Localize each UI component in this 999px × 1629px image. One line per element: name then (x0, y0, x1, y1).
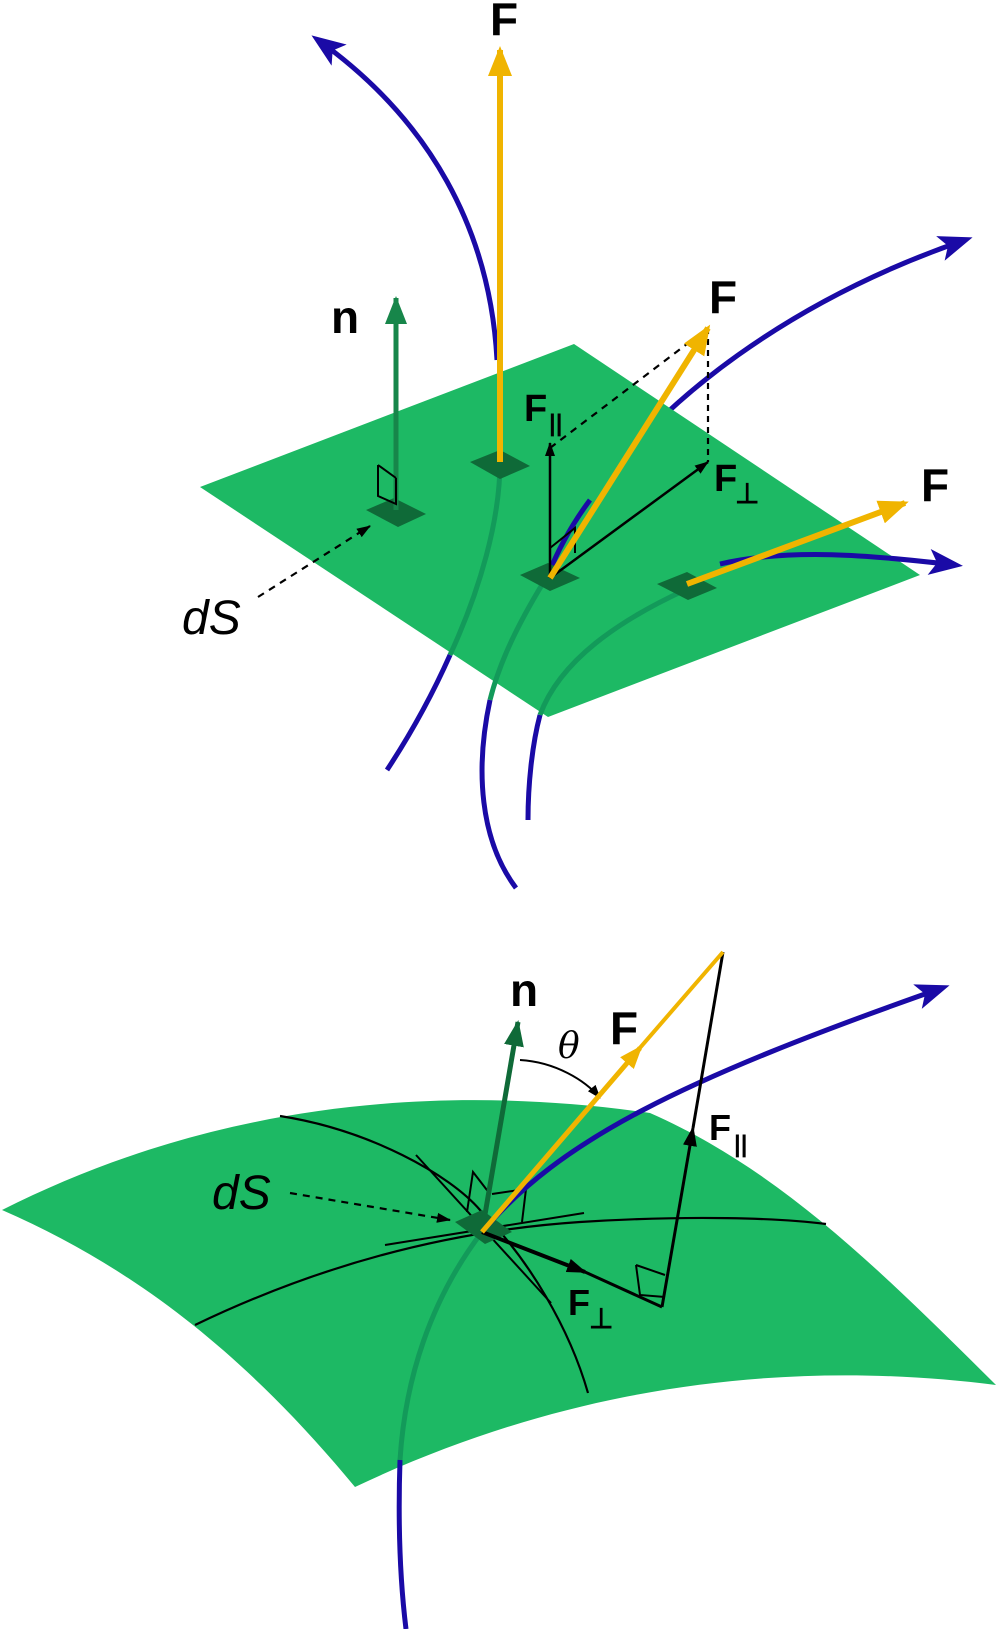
area-patch-4 (657, 572, 717, 600)
label-force-oblique: F (709, 271, 737, 323)
parallel-component-bottom (660, 1126, 697, 1308)
label-f-parallel-top: F (524, 388, 547, 430)
field-line-1-lower (384, 653, 453, 772)
label-f-perp-bottom: F (568, 1282, 590, 1323)
field-line-2-inside (487, 573, 551, 701)
label-force-tangential: F (921, 459, 949, 511)
field-line-1-upper (311, 35, 500, 361)
label-f-parallel-sub-top: || (549, 410, 562, 437)
label-f-perp-sub-top: ⊥ (735, 478, 759, 509)
perp-component-bottom (481, 1230, 587, 1274)
area-patch-2 (470, 450, 530, 479)
right-angle-mark-bottom-1 (466, 1169, 491, 1213)
label-force-bottom: F (610, 1002, 638, 1054)
ds-pointer-top (257, 525, 371, 598)
force-vector-tangential (685, 500, 909, 587)
surface-grid-line-2 (279, 1114, 590, 1394)
force-vector-bottom-extension (630, 950, 725, 1059)
label-normal-top: n (331, 291, 359, 343)
flat-surface (200, 344, 920, 717)
right-angle-mark-force (549, 525, 576, 553)
force-vector-oblique (547, 324, 711, 580)
field-line-1-inside (447, 461, 503, 657)
field-line-bottom-upper (480, 984, 950, 1234)
area-patch-1 (366, 498, 426, 527)
label-ds-top: dS (182, 592, 241, 645)
perp-component-arrow (549, 460, 709, 580)
ds-pointer-bottom (289, 1191, 451, 1223)
field-line-4-inside (537, 587, 687, 716)
label-theta: θ (558, 1026, 580, 1067)
right-angle-mark-normal-top (377, 464, 397, 479)
angle-arc (519, 1059, 601, 1099)
label-force-top: F (490, 0, 518, 45)
label-f-perp-sub-bottom: ⊥ (589, 1303, 613, 1334)
curved-surface (2, 1100, 996, 1487)
perp-component-extension (584, 1270, 663, 1309)
surface-grid-line-1 (194, 1216, 827, 1326)
label-f-perp-top: F (714, 458, 737, 500)
field-line-bottom-inside (397, 1230, 484, 1461)
normal-vector-bottom (479, 1020, 524, 1233)
label-ds-bottom: dS (212, 1167, 271, 1220)
field-line-bottom-lower (396, 1459, 409, 1629)
field-line-2-lower (479, 699, 519, 890)
label-f-parallel-bottom: F (709, 1107, 731, 1148)
right-angle-mark-bottom-3-edge (635, 1264, 666, 1276)
label-f-parallel-sub-bottom: || (734, 1131, 747, 1158)
label-normal-bottom: n (510, 964, 538, 1016)
right-angle-mark-normal (377, 465, 397, 506)
bottom-panel: n F θ F || F ⊥ dS (2, 950, 996, 1629)
parallel-component-extension (691, 951, 725, 1129)
right-angle-mark-bottom-3 (635, 1264, 666, 1298)
force-vector-bottom (480, 1044, 643, 1234)
field-line-4-lower (525, 714, 543, 821)
top-panel: F F F n F || F ⊥ dS (182, 0, 973, 890)
